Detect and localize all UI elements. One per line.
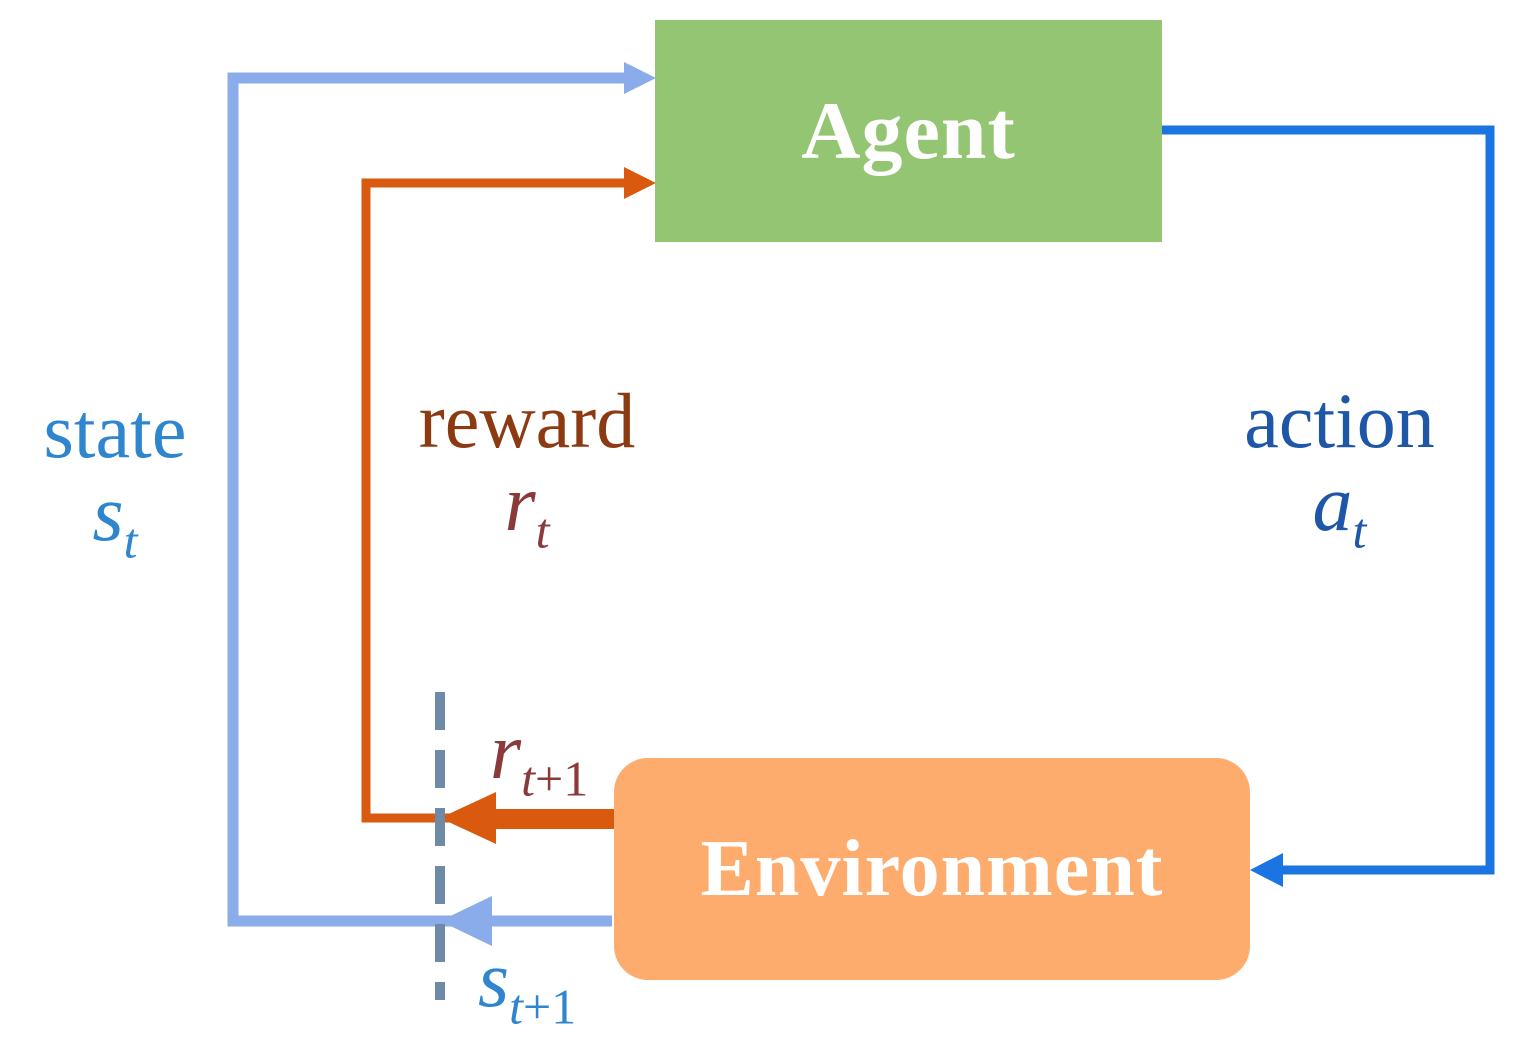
next-state-label: st+1 xyxy=(478,936,577,1035)
next-state-arrowhead xyxy=(440,896,492,946)
next-reward-label: rt+1 xyxy=(490,708,589,807)
reward-label: reward rt xyxy=(402,377,652,559)
environment-label: Environment xyxy=(700,824,1164,913)
next-reward-subscript-t: t xyxy=(521,750,536,807)
reward-word: reward xyxy=(418,377,636,464)
reward-thick-segment xyxy=(494,809,614,829)
agent-box: Agent xyxy=(655,20,1162,242)
next-state-subscript-t: t xyxy=(509,978,524,1035)
state-word: state xyxy=(43,387,187,474)
next-reward-arrowhead xyxy=(440,792,496,844)
action-arrowhead-into-environment xyxy=(1250,853,1283,887)
state-arrow-line xyxy=(227,72,630,927)
next-state-subscript-rest: +1 xyxy=(523,978,577,1035)
next-reward-subscript-rest: +1 xyxy=(535,750,589,807)
action-word: action xyxy=(1244,377,1435,464)
agent-label: Agent xyxy=(801,85,1016,176)
state-label: state st xyxy=(20,387,210,569)
action-symbol: at xyxy=(1312,460,1367,559)
environment-box: Environment xyxy=(614,758,1250,980)
reward-symbol: rt xyxy=(504,460,550,559)
action-arrow-line xyxy=(1162,125,1495,875)
state-symbol: st xyxy=(92,470,138,569)
action-label: action at xyxy=(1232,377,1447,559)
reward-subscript: t xyxy=(535,502,550,559)
reward-arrowhead-into-agent xyxy=(624,167,656,199)
state-arrowhead-into-agent xyxy=(624,62,656,94)
state-subscript: t xyxy=(123,512,138,569)
action-subscript: t xyxy=(1352,502,1367,559)
